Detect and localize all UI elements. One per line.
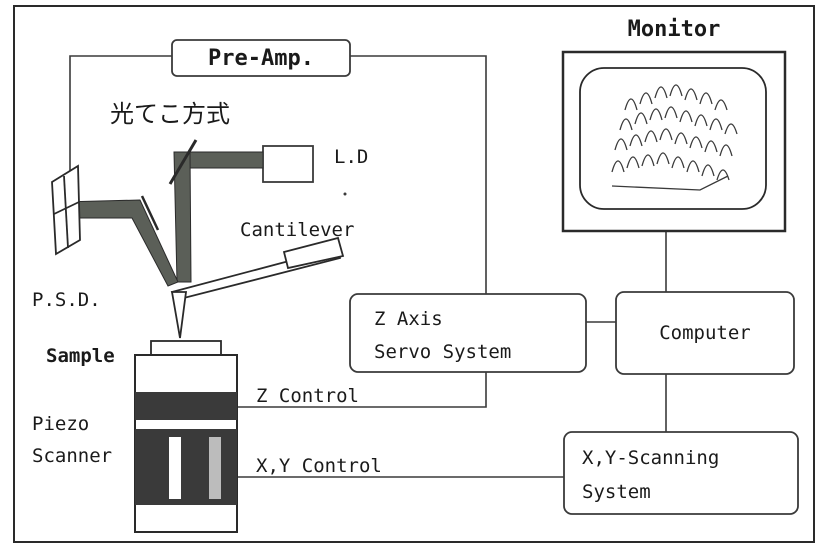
piezo-label-line2: Scanner	[32, 445, 112, 467]
xy-scanning-label-line1: X,Y-Scanning	[582, 447, 719, 469]
outer-frame	[13, 5, 815, 543]
z-control-line	[236, 372, 487, 408]
preamp-to-zaxis-line	[350, 55, 487, 294]
beam-ld-to-mirror	[182, 151, 264, 169]
pre-amp-box: Pre-Amp.	[171, 39, 351, 77]
beam-mirror-to-cantilever	[173, 151, 192, 283]
piezo-scanner	[134, 340, 238, 533]
ld-dot	[343, 192, 347, 196]
xy-scanning-box: X,Y-Scanning System	[563, 431, 799, 515]
z-axis-label-line2: Servo System	[374, 341, 511, 363]
cantilever	[170, 236, 345, 339]
monitor-label: Monitor	[628, 17, 721, 42]
optical-lever-label: 光てこ方式	[110, 100, 230, 128]
psd-detector	[51, 164, 81, 256]
xy-scanning-label-line2: System	[582, 481, 651, 503]
y-piezo-element	[209, 437, 221, 499]
monitor: Monitor	[561, 17, 787, 233]
piezo-label-line1: Piezo	[32, 413, 89, 435]
z-piezo-band	[135, 392, 237, 420]
ld-label: L.D	[334, 146, 368, 168]
cantilever-label: Cantilever	[240, 219, 354, 241]
mirror	[168, 139, 198, 185]
computer-box: Computer	[615, 291, 795, 375]
sample-plate	[150, 340, 222, 356]
sample-label: Sample	[46, 345, 115, 367]
z-axis-label-line1: Z Axis	[374, 308, 443, 330]
laser-diode: L.D	[262, 145, 368, 196]
z-control-label: Z Control	[256, 385, 359, 407]
afm-image-icon	[611, 84, 738, 191]
beam-reflector	[140, 195, 160, 231]
x-piezo-element	[169, 437, 181, 499]
ld-box	[262, 145, 314, 183]
pre-amp-label: Pre-Amp.	[208, 46, 314, 71]
laser-beam	[61, 151, 264, 287]
psd-label: P.S.D.	[32, 289, 101, 311]
z-axis-servo-box: Z Axis Servo System	[349, 293, 587, 373]
psd-to-preamp-line	[69, 55, 172, 178]
xy-control-label: X,Y Control	[256, 455, 382, 477]
connection-lines	[69, 55, 667, 478]
xy-piezo-band	[135, 429, 237, 505]
computer-label: Computer	[659, 322, 751, 344]
